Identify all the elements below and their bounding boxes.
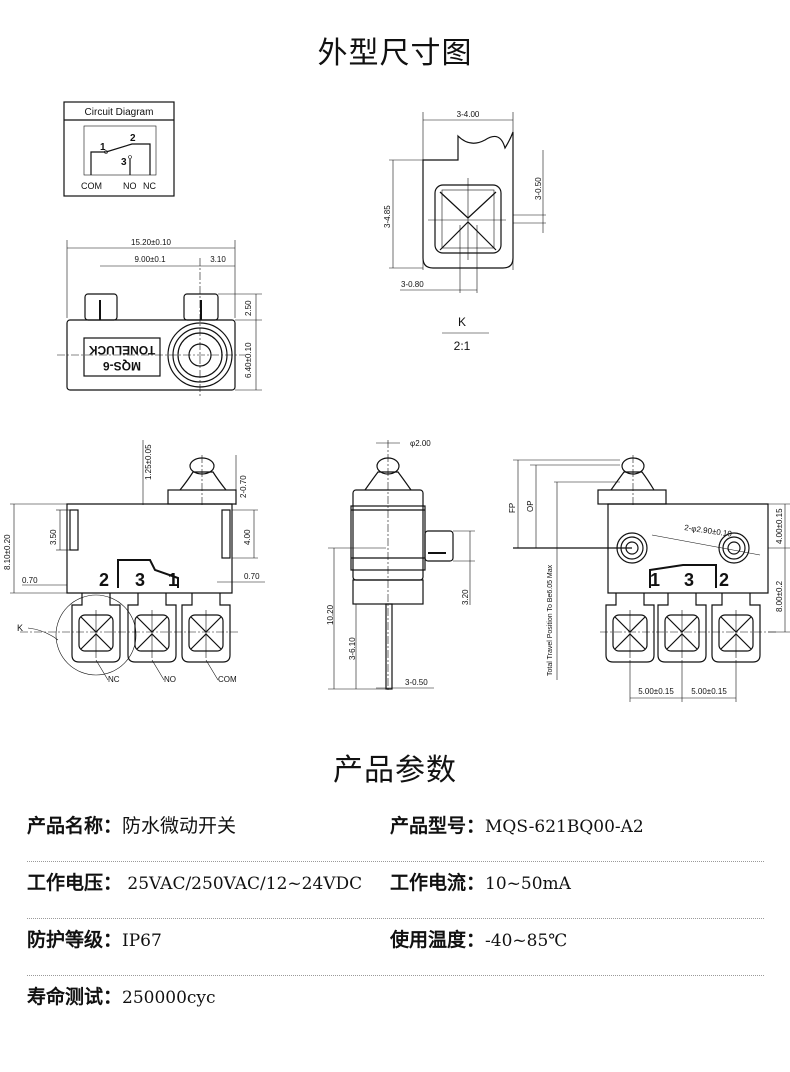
terminal-label-com: COM	[218, 675, 237, 684]
dim-k-width: 3-4.00	[457, 110, 480, 119]
parameters-table: 产品名称：防水微动开关 产品型号：MQS-621BQ00-A2 工作电压： 25…	[27, 805, 764, 1032]
op-label: OP	[526, 500, 535, 512]
dim-k-height: 3-4.85	[383, 205, 392, 228]
dim-k-slot: 3-0.50	[534, 177, 543, 200]
dim-right-slot: 4.00	[243, 529, 252, 545]
circuit-nc-label: NC	[143, 181, 156, 191]
dim-left-slot: 3.50	[49, 529, 58, 545]
terminal-label-no: NO	[164, 675, 176, 684]
dim-lead-length-2: 3-6.10	[348, 637, 357, 660]
param-row: 工作电压： 25VAC/250VAC/12~24VDC 工作电流：10~50mA	[27, 862, 764, 919]
parameters-title: 产品参数	[333, 753, 457, 788]
dim-pitch: 9.00±0.1	[134, 255, 166, 264]
param-label-current: 工作电流：	[390, 872, 486, 894]
param-value-voltage: 25VAC/250VAC/12~24VDC	[122, 874, 363, 894]
back-pin-label-2: 2	[719, 570, 729, 590]
model-mark: MQS-6	[103, 359, 141, 373]
dim-side-offset: 3.20	[461, 589, 470, 605]
circuit-pin-1: 1	[100, 142, 106, 153]
front-pin-label-2: 2	[99, 570, 109, 590]
dim-mounting-holes: 2-φ2.90±0.10	[684, 523, 733, 539]
param-value-model: MQS-621BQ00-A2	[485, 817, 644, 837]
param-label-name: 产品名称：	[27, 815, 123, 837]
circuit-pin-3: 3	[121, 157, 127, 168]
front-terminal	[181, 593, 231, 663]
detail-k-label: K	[458, 315, 466, 329]
front-view: 2 3 1 K NC NO COM 8.10±0.20 3.50 0.70 1.…	[3, 440, 265, 684]
dim-height-body: 6.40±0.10	[244, 342, 253, 378]
param-value-protection: IP67	[122, 931, 162, 951]
param-row: 寿命测试：250000cyc	[27, 976, 764, 1032]
dim-plunger-gap: 2-0.70	[239, 475, 248, 498]
dim-plunger-height: 1.25±0.05	[144, 444, 153, 480]
detail-k-scale: 2:1	[454, 339, 471, 353]
param-label-life: 寿命测试：	[27, 986, 123, 1008]
param-value-temperature: -40~85℃	[485, 931, 568, 951]
back-pin-label-1: 1	[650, 570, 660, 590]
param-label-voltage: 工作电压：	[27, 872, 123, 894]
back-terminal	[605, 593, 655, 663]
back-terminal	[657, 593, 707, 663]
dim-lead-width: 3-0.50	[405, 678, 428, 687]
dim-back-bottom-height: 8.00±0.2	[775, 580, 784, 612]
circuit-diagram-title: Circuit Diagram	[85, 107, 154, 118]
circuit-com-label: COM	[81, 181, 102, 191]
param-label-protection: 防护等级：	[27, 929, 123, 951]
front-pin-label-3: 3	[135, 570, 145, 590]
param-label-model: 产品型号：	[390, 815, 486, 837]
dim-pitch-left: 5.00±0.15	[638, 687, 674, 696]
front-pin-label-1: 1	[168, 570, 178, 590]
dim-right-gap: 0.70	[244, 572, 260, 581]
circuit-no-label: NO	[123, 181, 137, 191]
circuit-diagram: Circuit Diagram 1 2 3 COM NO NC	[63, 101, 175, 197]
dim-offset: 3.10	[210, 255, 226, 264]
param-row: 产品名称：防水微动开关 产品型号：MQS-621BQ00-A2	[27, 805, 764, 862]
detail-k-marker: K	[17, 623, 23, 633]
param-row: 防护等级：IP67 使用温度：-40~85℃	[27, 919, 764, 976]
back-pin-label-3: 3	[684, 570, 694, 590]
total-travel-note: Total Travel Position To Be6.05 Max	[547, 564, 554, 676]
dim-k-hole: 3-0.80	[401, 280, 424, 289]
dim-back-top-height: 4.00±0.15	[775, 508, 784, 544]
back-terminal	[711, 593, 761, 663]
front-terminal	[71, 593, 121, 663]
technical-drawing: Circuit Diagram 1 2 3 COM NO NC 15.20±0.…	[3, 101, 790, 702]
dim-height-top: 2.50	[244, 300, 253, 316]
dim-plunger-diameter: φ2.00	[410, 439, 431, 448]
param-value-life: 250000cyc	[122, 988, 216, 1008]
detail-k-view: 3-4.00 3-4.85 3-0.50 3-0.80 K 2:1	[383, 110, 546, 353]
param-value-name: 防水微动开关	[122, 815, 237, 837]
dim-left-gap: 0.70	[22, 576, 38, 585]
dimensions-title: 外型尺寸图	[317, 36, 473, 71]
back-view: 1 3 2 2-φ2.90±0.10 FP OP Total Travel Po…	[508, 455, 790, 702]
dim-lead-length: 10.20	[326, 604, 335, 625]
brand-mark: TONELUCK	[88, 343, 155, 357]
side-view: φ2.00 10.20 3-6.10 3.20 3-0.50	[326, 439, 475, 690]
fp-label: FP	[508, 503, 517, 513]
terminal-label-nc: NC	[108, 675, 120, 684]
dim-overall-width: 15.20±0.10	[131, 238, 172, 247]
param-value-current: 10~50mA	[485, 874, 571, 894]
dim-total-height: 8.10±0.20	[3, 534, 12, 570]
circuit-pin-2: 2	[130, 133, 136, 144]
param-label-temperature: 使用温度：	[390, 929, 486, 951]
dim-pitch-right: 5.00±0.15	[691, 687, 727, 696]
top-view: 15.20±0.10 9.00±0.1 3.10 TONELUCK MQS-6 …	[57, 238, 262, 398]
